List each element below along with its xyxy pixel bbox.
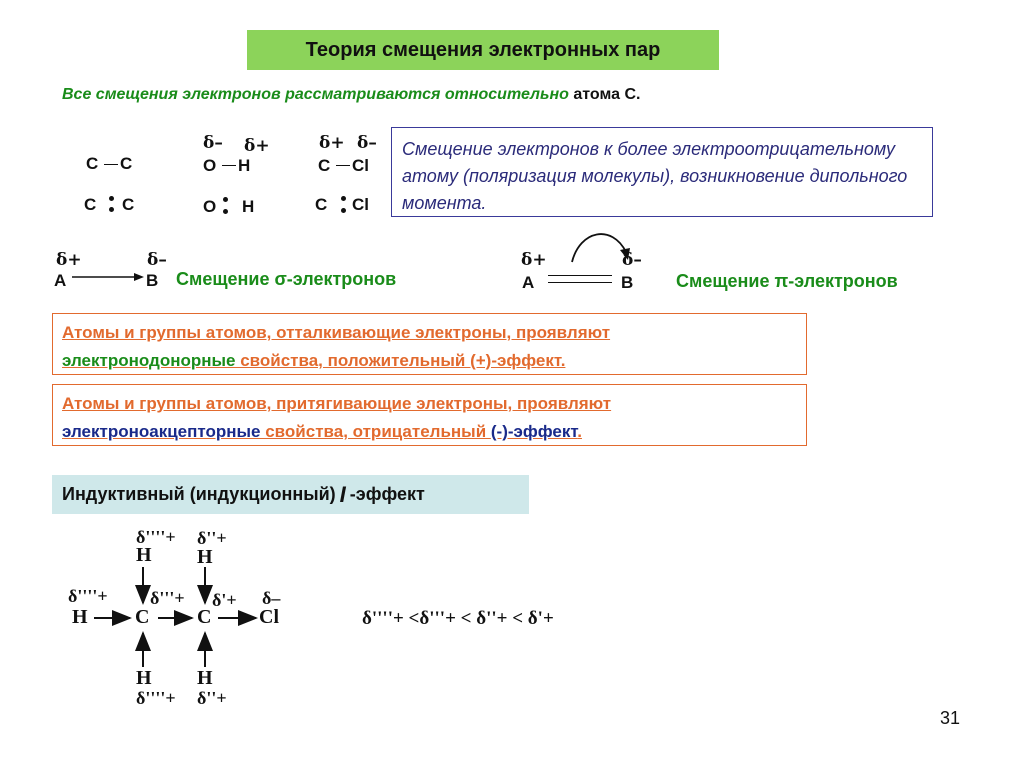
acceptor-word: электроноакцепторные — [62, 422, 261, 441]
bond-oh-delta-a: δ– — [203, 133, 223, 153]
bond-ccl-line — [336, 165, 350, 166]
page-title: Теория смещения электронных пар — [247, 30, 719, 70]
inductive-before: Индуктивный (индукционный) — [62, 484, 336, 504]
atom-c1: C — [135, 606, 150, 628]
sigma-delta-b: δ– — [147, 250, 167, 270]
molecule-arrows-icon — [94, 567, 258, 667]
charge-inequality: δ''''+ <δ'''+ < δ''+ < δ'+ — [362, 608, 554, 629]
pi-delta-b: δ– — [622, 250, 642, 270]
delta-left-h: δ''''+ — [68, 586, 108, 606]
bond-oh-atom-b: H — [238, 156, 251, 175]
pair-oh-dot-bottom — [223, 209, 228, 214]
bond-oh-line — [222, 165, 236, 166]
negative-effect-rest-b: . — [577, 422, 582, 441]
inductive-effect-heading: Индуктивный (индукционный) I -эффект — [52, 475, 529, 514]
atom-cl: Cl — [259, 606, 279, 628]
pi-atom-a: A — [522, 273, 535, 292]
bond-ccl-atom-b: Cl — [352, 156, 369, 175]
pi-bond-line-bottom — [548, 282, 612, 283]
atom-h-left: H — [72, 606, 88, 628]
delta-bottom-left: δ''''+ — [136, 688, 176, 708]
negative-effect-box: Атомы и группы атомов, притягивающие эле… — [52, 384, 807, 446]
atom-h-bottom-right: H — [197, 667, 213, 689]
polarization-info-box: Смещение электронов к более электроотриц… — [391, 127, 933, 217]
pair-ccl-dot-bottom — [341, 208, 346, 213]
sigma-label: Смещение σ-электронов — [176, 269, 397, 289]
pair-oh-dot-top — [223, 197, 228, 202]
negative-effect-rest-a: свойства, отрицательный — [260, 422, 491, 441]
sigma-arrow-icon — [72, 273, 144, 281]
delta-top-right: δ''+ — [197, 528, 227, 548]
page-number: 31 — [940, 708, 961, 728]
pair-ccl-atom-b: Cl — [352, 195, 369, 214]
pi-label: Смещение π-электронов — [676, 271, 898, 291]
positive-effect-line1: Атомы и группы атомов, отталкивающие эле… — [62, 323, 611, 342]
positive-effect-rest: свойства, положительный (+)-эффект. — [235, 351, 566, 370]
delta-c2: δ'+ — [212, 590, 237, 610]
delta-cl: δ– — [262, 588, 281, 608]
positive-effect-line2: электронодонорные свойства, положительны… — [62, 347, 797, 375]
subtitle-plain: атома С. — [573, 86, 641, 103]
pi-bond-line-top — [548, 275, 612, 276]
pair-ccl-dot-top — [341, 196, 346, 201]
positive-effect-box: Атомы и группы атомов, отталкивающие эле… — [52, 313, 807, 375]
negative-effect-line2: электроноакцепторные свойства, отрицател… — [62, 418, 797, 446]
pair-cc-dot-top — [109, 196, 114, 201]
bond-oh-atom-a: O — [203, 156, 217, 175]
subtitle-italic: Все смещения электронов рассматриваются … — [62, 86, 569, 103]
bond-ccl-delta-a: δ+ — [319, 133, 345, 153]
negative-effect-mark: (-)-эффект — [490, 422, 578, 441]
atom-h-top-right: H — [197, 546, 213, 568]
donor-word: электронодонорные — [62, 351, 236, 370]
sigma-delta-a: δ+ — [56, 250, 82, 270]
delta-top-left: δ''''+ — [136, 527, 176, 547]
atom-h-bottom-left: H — [136, 667, 152, 689]
negative-effect-line1: Атомы и группы атомов, притягивающие эле… — [62, 394, 612, 413]
pi-delta-a: δ+ — [521, 250, 547, 270]
bond-cc-atom-b: C — [120, 154, 133, 173]
delta-c1: δ'''+ — [150, 588, 185, 608]
pair-oh-atom-a: O — [203, 197, 217, 216]
sigma-atom-b: B — [146, 271, 159, 290]
pair-ccl-atom-a: C — [315, 195, 328, 214]
sigma-atom-a: A — [54, 271, 67, 290]
inductive-after: -эффект — [349, 484, 425, 504]
pair-oh-atom-b: H — [242, 197, 255, 216]
pair-cc-atom-a: C — [84, 195, 97, 214]
bond-cc-atom-a: C — [86, 154, 99, 173]
bond-oh-delta-b: δ+ — [244, 136, 270, 156]
delta-bottom-right: δ''+ — [197, 688, 227, 708]
inductive-symbol: I — [339, 481, 346, 507]
bond-ccl-atom-a: C — [318, 156, 331, 175]
pair-cc-atom-b: C — [122, 195, 135, 214]
pi-atom-b: B — [621, 273, 634, 292]
bond-ccl-delta-b: δ– — [357, 133, 377, 153]
pair-cc-dot-bottom — [109, 207, 114, 212]
subtitle: Все смещения электронов рассматриваются … — [62, 86, 640, 104]
atom-h-top-left: H — [136, 544, 152, 566]
atom-c2: C — [197, 606, 212, 628]
pi-curved-arrow-icon — [571, 233, 630, 263]
bond-cc-line — [104, 164, 118, 165]
